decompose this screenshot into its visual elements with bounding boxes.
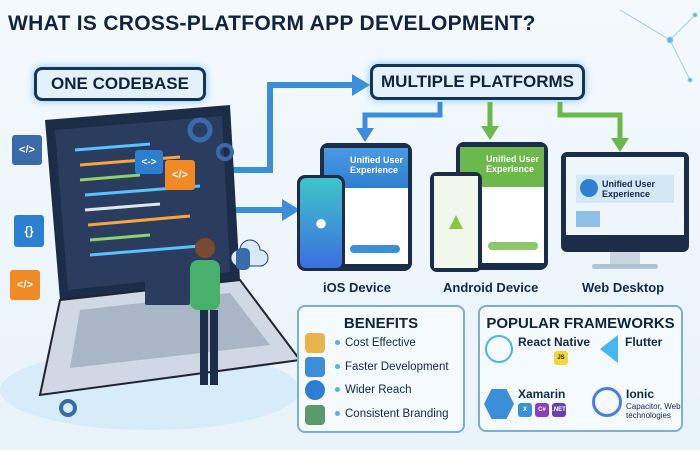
benefit-item: Faster Development bbox=[335, 361, 449, 373]
xamarin-icon bbox=[484, 389, 514, 419]
braces-icon: {} bbox=[14, 215, 44, 247]
apple-icon: ● bbox=[300, 178, 342, 268]
code-icon: </> bbox=[165, 160, 195, 190]
ionic-subtitle: Capacitor, Web technologies bbox=[626, 402, 681, 420]
ionic-icon bbox=[592, 387, 622, 417]
csharp-icon: C# bbox=[535, 403, 549, 417]
device-label-web: Web Desktop bbox=[582, 280, 665, 295]
framework-ionic: Ionic bbox=[626, 387, 655, 401]
android-phone: ▲ bbox=[430, 172, 482, 272]
framework-xamarin: Xamarin bbox=[518, 387, 566, 401]
network-decoration bbox=[619, 9, 698, 83]
arrow-to-platforms bbox=[230, 82, 355, 173]
react-icon bbox=[485, 335, 513, 363]
developer-laptop-illustration bbox=[0, 105, 300, 430]
swap-icon: <-> bbox=[135, 150, 163, 174]
flutter-icon bbox=[600, 335, 618, 363]
device-label-android: Android Device bbox=[443, 280, 539, 295]
frameworks-panel: POPULAR FRAMEWORKS React Native JS Flutt… bbox=[478, 305, 683, 432]
globe-icon bbox=[305, 380, 325, 400]
android-icon: ▲ bbox=[434, 176, 478, 268]
page-title: WHAT IS CROSS-PLATFORM APP DEVELOPMENT? bbox=[8, 12, 536, 35]
screen-text: Unified User Experience bbox=[602, 179, 656, 199]
rocket-icon bbox=[305, 357, 325, 377]
code-icon: </> bbox=[12, 135, 42, 165]
checklist-icon bbox=[305, 405, 325, 425]
xamarin-chip-icon: X bbox=[518, 403, 532, 417]
framework-flutter: Flutter bbox=[625, 335, 663, 349]
screen-text: Unified User Experience bbox=[486, 154, 540, 174]
framework-react-native: React Native bbox=[518, 335, 591, 349]
js-icon: JS bbox=[554, 351, 568, 365]
benefit-item: Cost Effective bbox=[335, 337, 416, 349]
frameworks-title: POPULAR FRAMEWORKS bbox=[486, 315, 675, 332]
benefit-item: Wider Reach bbox=[335, 384, 411, 396]
screen-text: Unified User Experience bbox=[350, 155, 404, 175]
dotnet-icon: .NET bbox=[552, 403, 566, 417]
benefit-item: Consistent Branding bbox=[335, 408, 449, 420]
one-codebase-label: ONE CODEBASE bbox=[34, 67, 206, 101]
multiple-platforms-label: MULTIPLE PLATFORMS bbox=[370, 64, 585, 100]
money-bag-icon bbox=[305, 333, 325, 353]
web-monitor: Unified User Experience bbox=[561, 152, 689, 252]
benefits-title: BENEFITS bbox=[343, 315, 419, 332]
ios-phone: ● bbox=[297, 175, 345, 271]
device-label-ios: iOS Device bbox=[323, 280, 391, 295]
benefits-panel: BENEFITS Cost Effective Faster Developme… bbox=[297, 305, 465, 433]
code-icon: </> bbox=[10, 270, 40, 300]
